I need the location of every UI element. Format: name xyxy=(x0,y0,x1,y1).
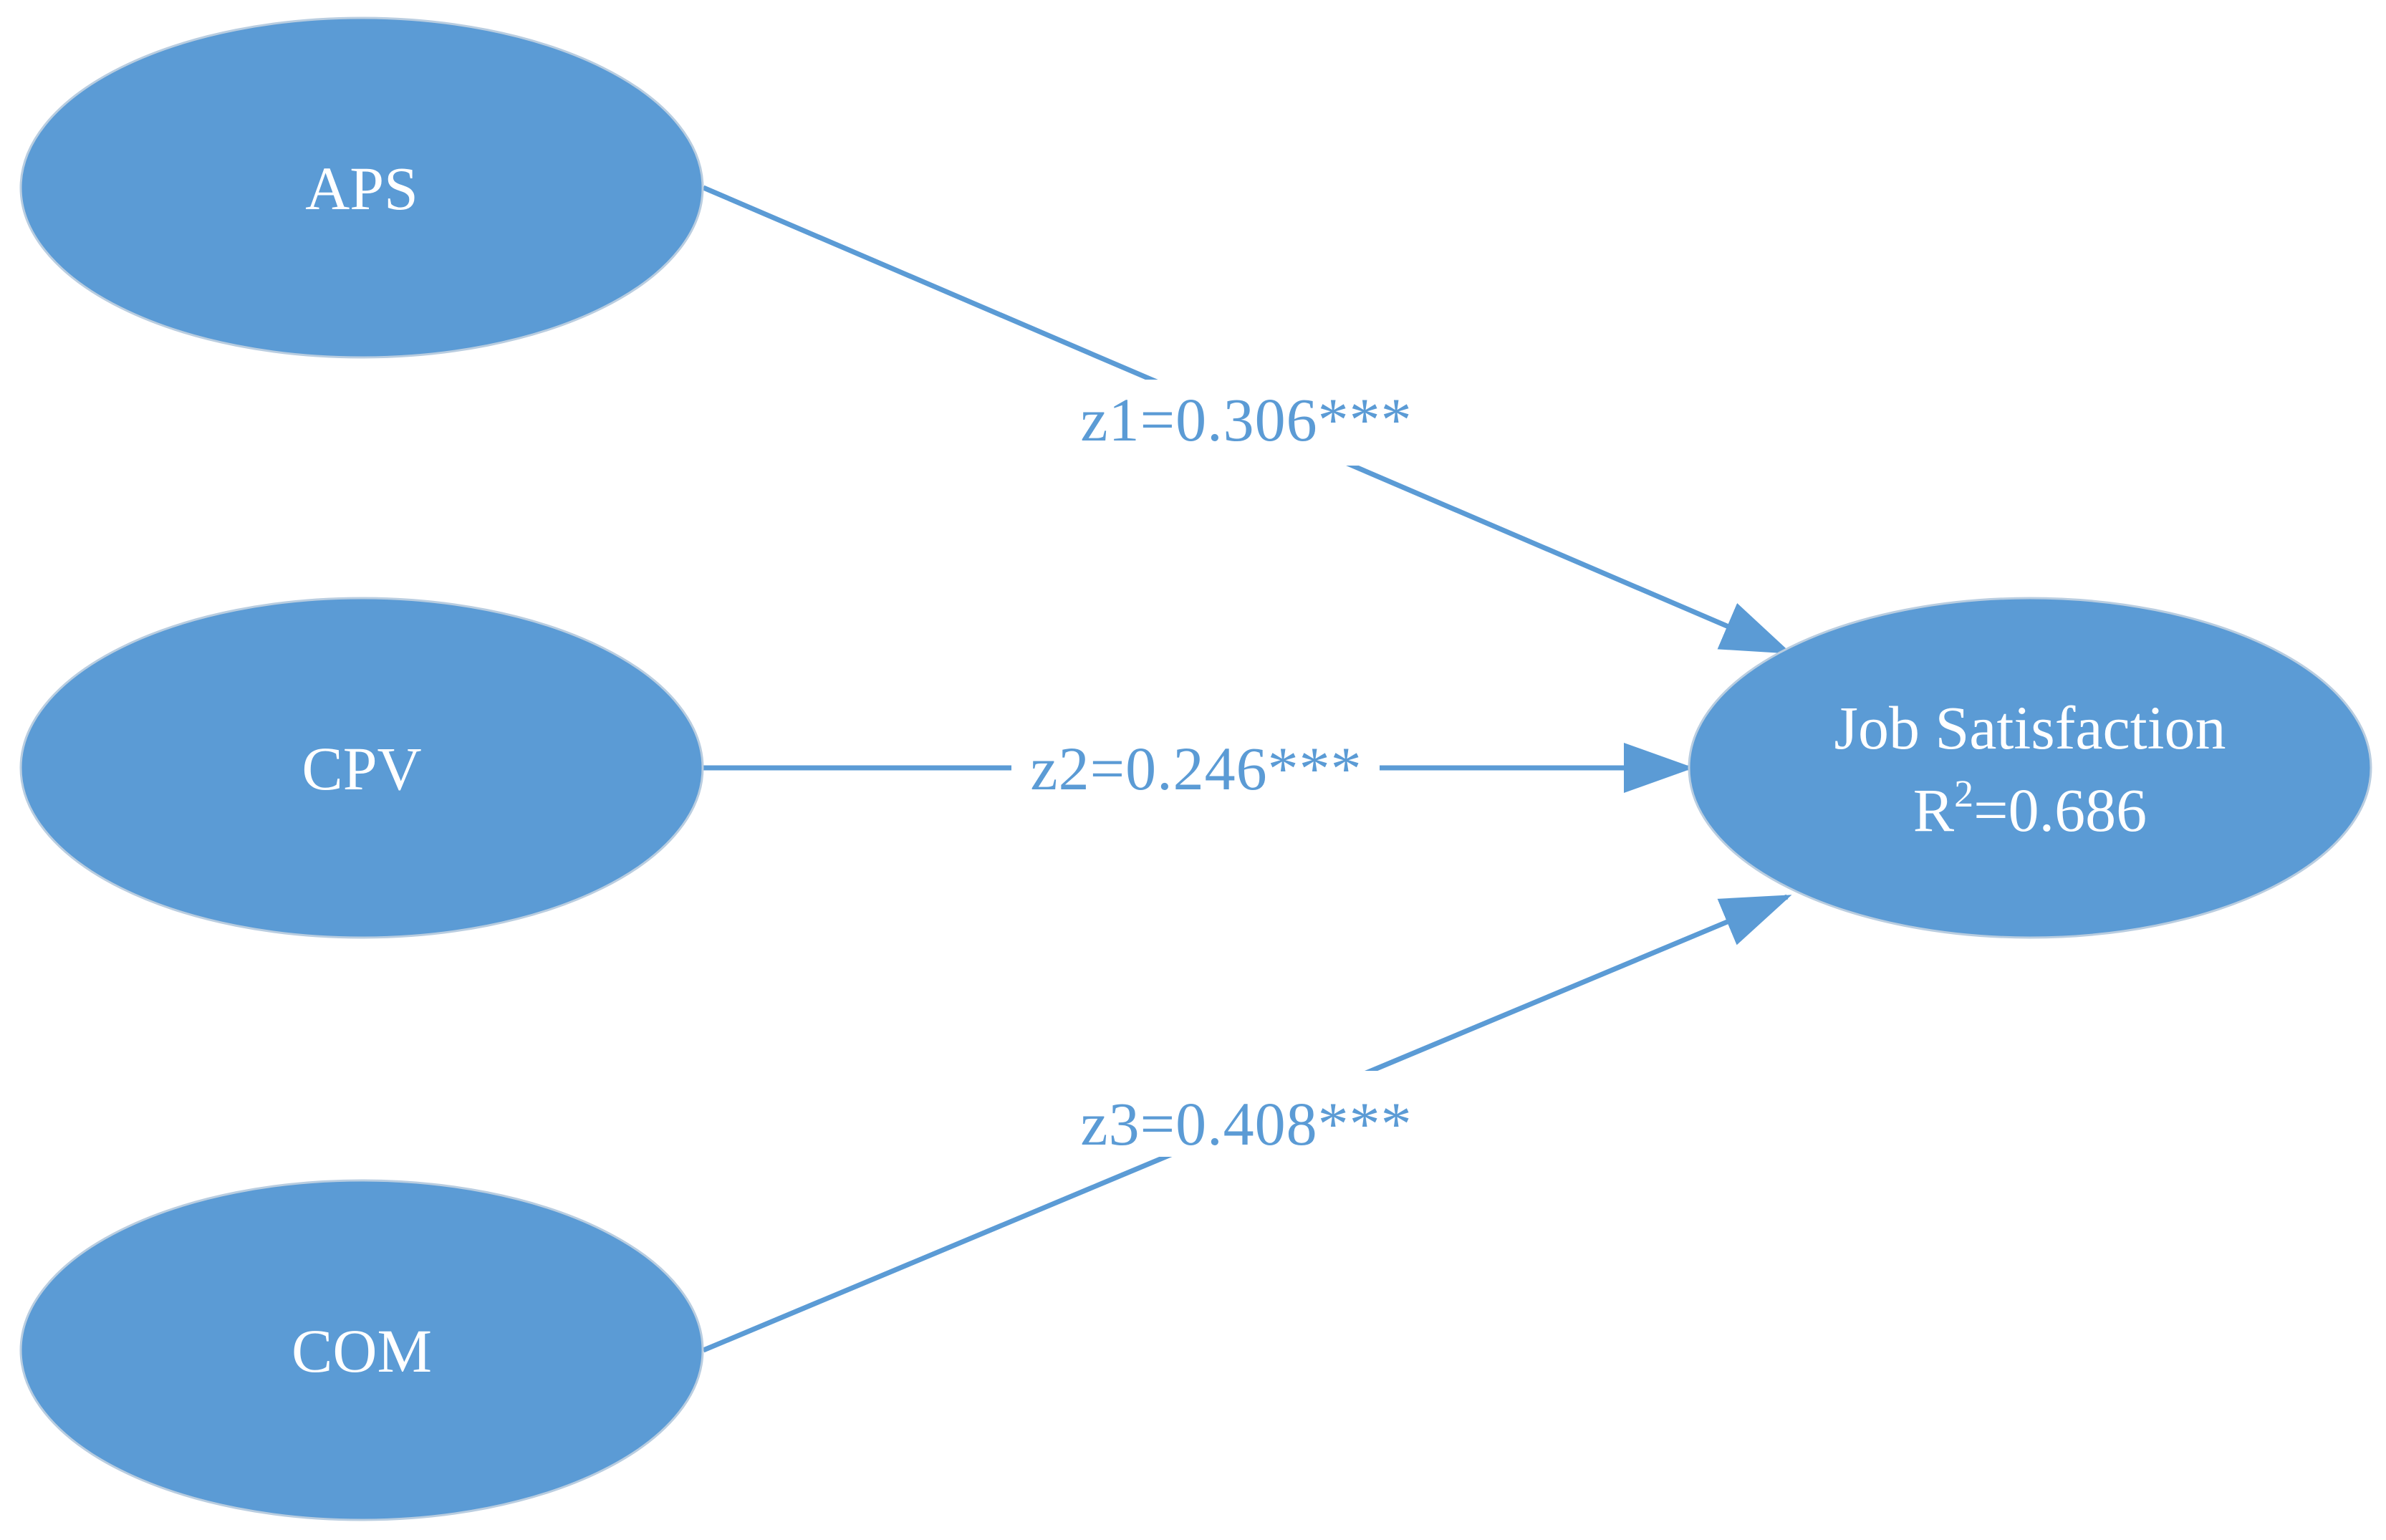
node-com-label: COM xyxy=(292,1317,432,1385)
node-cpv-label: CPV xyxy=(302,734,421,803)
node-job-satisfaction-label: Job Satisfaction xyxy=(1834,693,2226,762)
node-com: COM xyxy=(19,1179,704,1521)
edge-label-z3: z3=0.408*** xyxy=(1080,1089,1412,1158)
node-aps-label: APS xyxy=(305,154,418,223)
r2-superscript: 2 xyxy=(1954,772,1973,815)
edge-label-bg-1 xyxy=(1031,380,1447,466)
node-cpv: CPV xyxy=(19,597,704,939)
edge-label-bg-3 xyxy=(1031,1071,1447,1157)
edge-label-bg-2 xyxy=(1011,725,1380,811)
node-job-satisfaction: Job Satisfaction R2=0.686 xyxy=(1688,597,2372,939)
edge-label-z1: z1=0.306*** xyxy=(1080,385,1412,454)
r2-value: =0.686 xyxy=(1973,776,2147,844)
node-aps: APS xyxy=(19,16,704,359)
r2-prefix: R xyxy=(1913,776,1955,844)
node-job-satisfaction-r2: R2=0.686 xyxy=(1913,772,2147,844)
edge-label-z2: z2=0.246*** xyxy=(1030,734,1362,803)
